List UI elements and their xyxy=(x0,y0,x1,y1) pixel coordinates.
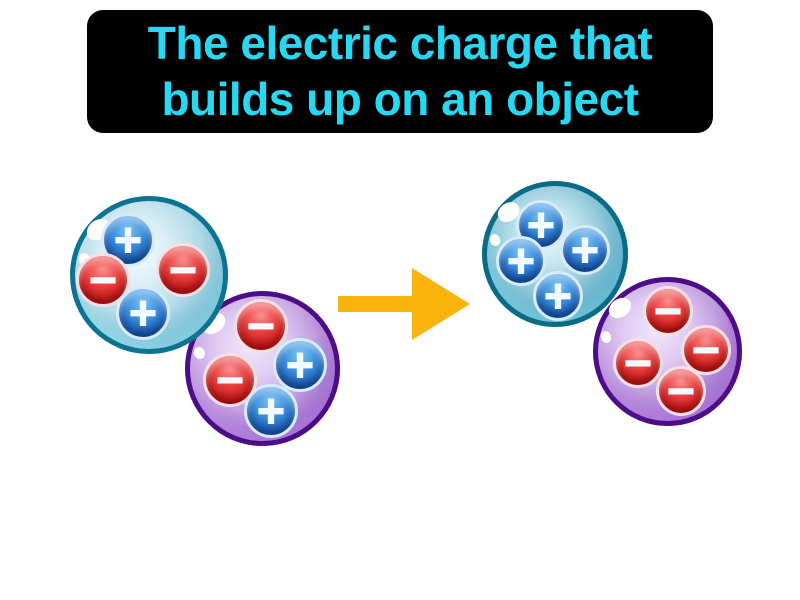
after-purple-object: − − − − xyxy=(593,277,742,426)
negative-charge: − xyxy=(156,243,210,297)
plus-symbol: + xyxy=(568,227,601,271)
arrow-head xyxy=(412,268,470,340)
definition-text-line-1: The electric charge that xyxy=(147,17,653,70)
positive-charge: + xyxy=(116,286,170,340)
gloss-highlight-dot xyxy=(191,345,207,361)
gloss-highlight-dot xyxy=(488,232,502,247)
positive-charge: + xyxy=(244,384,298,438)
gloss-highlight-dot xyxy=(599,329,614,344)
negative-charge: − xyxy=(643,286,693,336)
negative-charge: − xyxy=(234,299,288,353)
negative-charge: − xyxy=(76,253,130,307)
minus-symbol: − xyxy=(651,288,684,332)
arrow-shaft xyxy=(338,296,414,312)
minus-symbol: − xyxy=(166,247,199,291)
plus-symbol: + xyxy=(254,388,287,432)
plus-symbol: + xyxy=(283,342,316,386)
positive-charge: + xyxy=(560,225,610,275)
before-purple-object: − + − + xyxy=(185,291,340,446)
negative-charge: − xyxy=(656,366,706,416)
minus-symbol: − xyxy=(244,303,277,347)
minus-symbol: − xyxy=(213,357,246,401)
plus-symbol: + xyxy=(126,290,159,334)
transfer-arrow-icon xyxy=(338,268,470,340)
plus-symbol: + xyxy=(111,217,144,261)
definition-banner: The electric charge that builds up on an… xyxy=(87,10,713,133)
minus-symbol: − xyxy=(664,368,697,412)
minus-symbol: − xyxy=(621,340,654,384)
positive-charge: + xyxy=(273,338,327,392)
before-blue-object: + − − + xyxy=(70,196,228,354)
minus-symbol: − xyxy=(689,327,722,371)
negative-charge: − xyxy=(613,338,663,388)
positive-charge: + xyxy=(533,271,583,321)
minus-symbol: − xyxy=(86,257,119,301)
definition-text-line-2: builds up on an object xyxy=(161,72,639,125)
plus-symbol: + xyxy=(541,273,574,317)
plus-symbol: + xyxy=(504,238,537,282)
positive-charge: + xyxy=(496,236,546,286)
after-blue-object: + + + + xyxy=(482,181,628,327)
